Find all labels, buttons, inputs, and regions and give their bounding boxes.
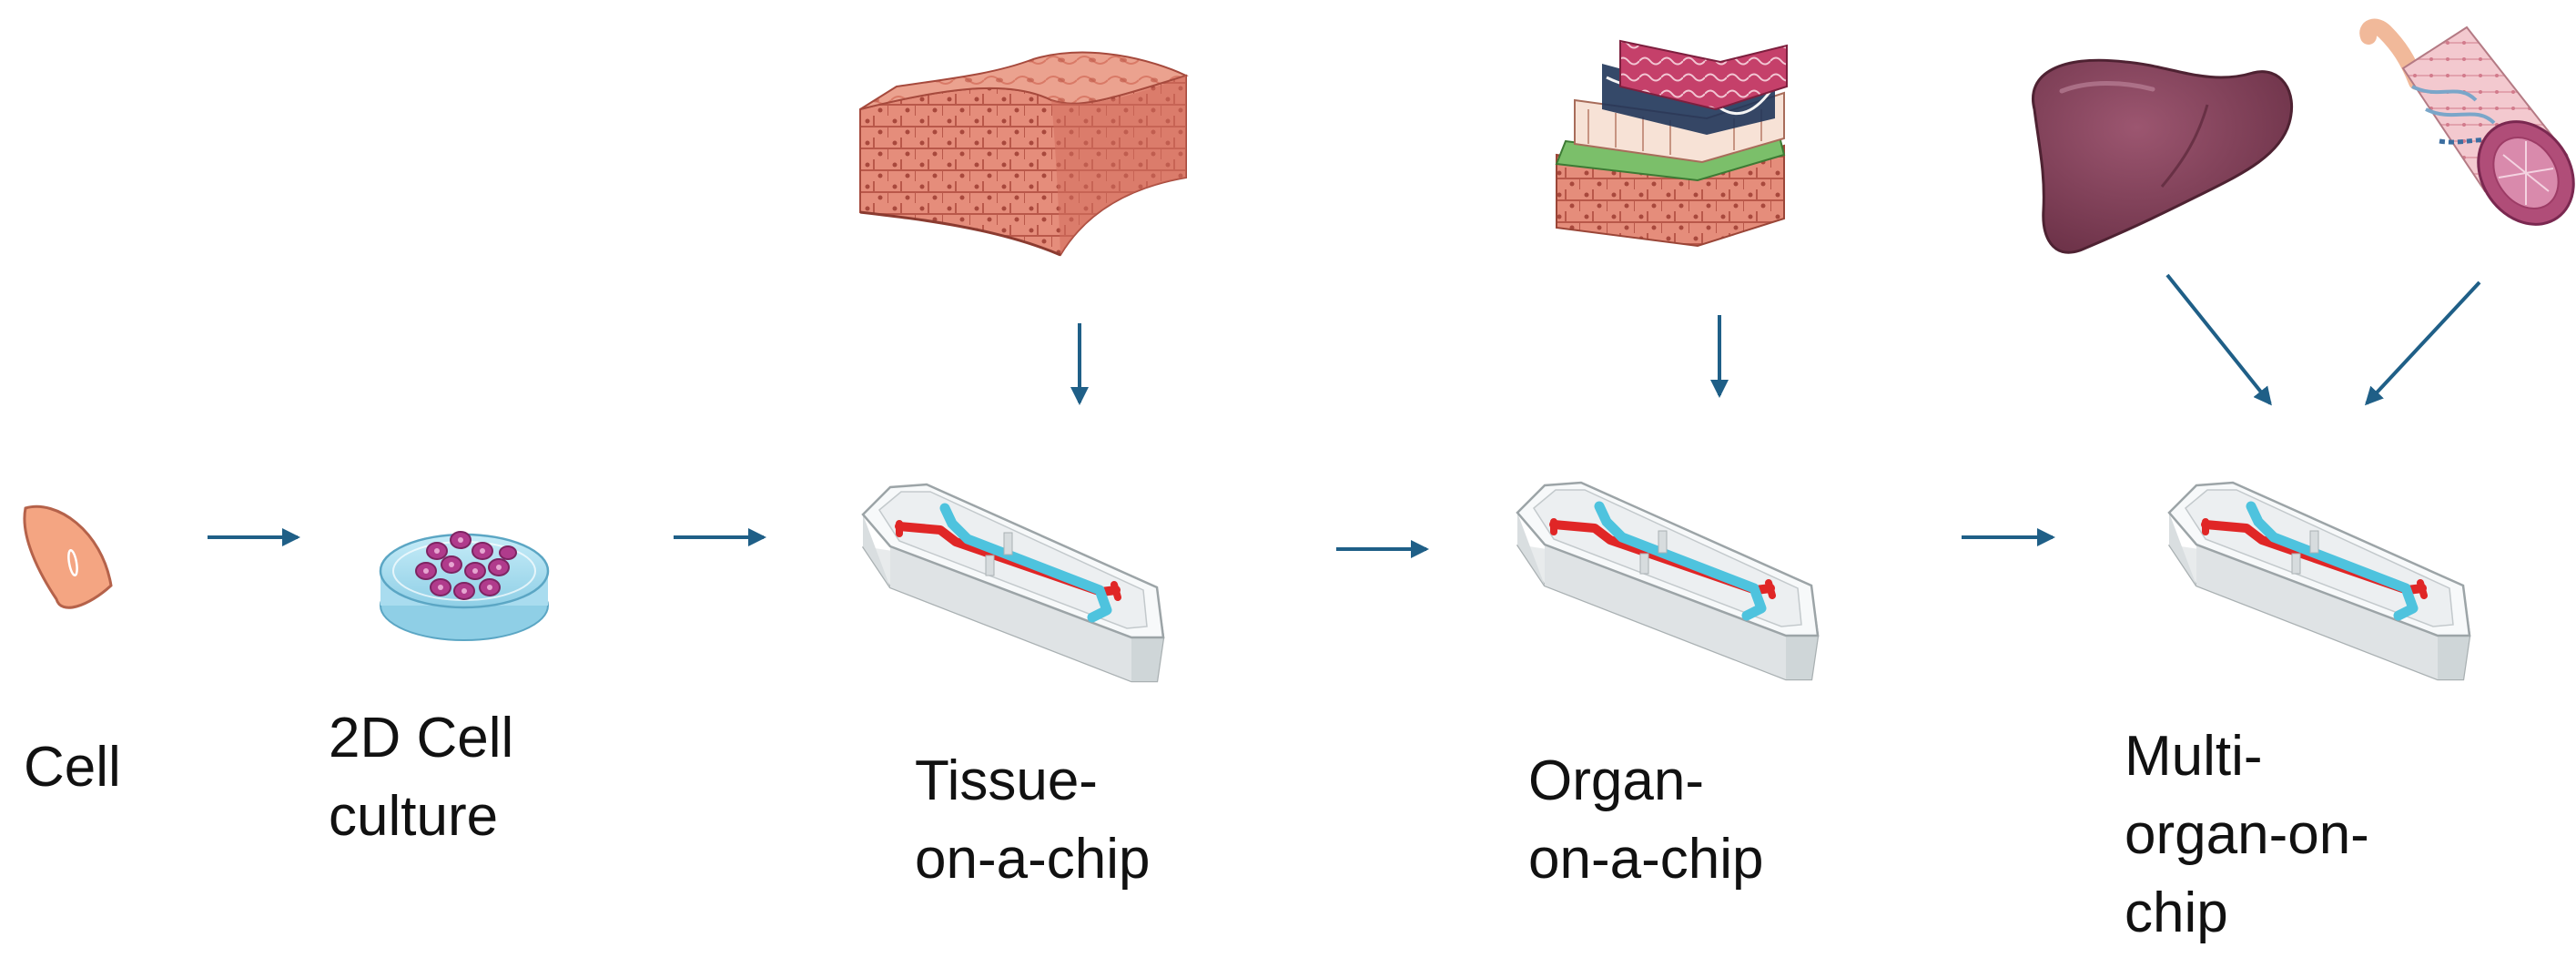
microfluidic-chip-icon xyxy=(863,484,1163,681)
label-line: on-a-chip xyxy=(915,828,1151,891)
label-2d-cell-culture: 2D Cell culture xyxy=(329,699,513,856)
label-cell: Cell xyxy=(24,729,121,807)
label-line: organ-on- xyxy=(2125,803,2369,866)
layered-organ-tissue-icon xyxy=(1555,39,1788,248)
label-line: Cell xyxy=(24,736,121,799)
label-line: chip xyxy=(2125,881,2228,944)
label-line: on-a-chip xyxy=(1528,828,1764,891)
tissue-block-icon xyxy=(859,51,1189,257)
label-line: Tissue- xyxy=(915,749,1098,812)
label-line: culture xyxy=(329,785,499,848)
cell-icon xyxy=(23,504,113,609)
label-organ-on-a-chip: Organ- on-a-chip xyxy=(1528,742,1763,899)
microfluidic-chip-icon xyxy=(1517,483,1818,679)
arrow-liver-to-multi xyxy=(2165,273,2272,406)
label-line: 2D Cell xyxy=(329,707,514,769)
arrow-vessel-to-multi xyxy=(2364,280,2481,406)
microfluidic-chip-icon xyxy=(2169,483,2470,679)
petri-dish-icon xyxy=(379,531,550,641)
blood-vessel-icon xyxy=(2359,18,2575,226)
liver-icon xyxy=(2032,58,2294,254)
label-line: Multi- xyxy=(2125,725,2263,788)
flow-arrows xyxy=(208,273,2481,558)
label-tissue-on-a-chip: Tissue- on-a-chip xyxy=(915,742,1150,899)
label-line: Organ- xyxy=(1528,749,1704,812)
label-multi-organ-on-chip: Multi- organ-on- chip xyxy=(2125,718,2369,953)
